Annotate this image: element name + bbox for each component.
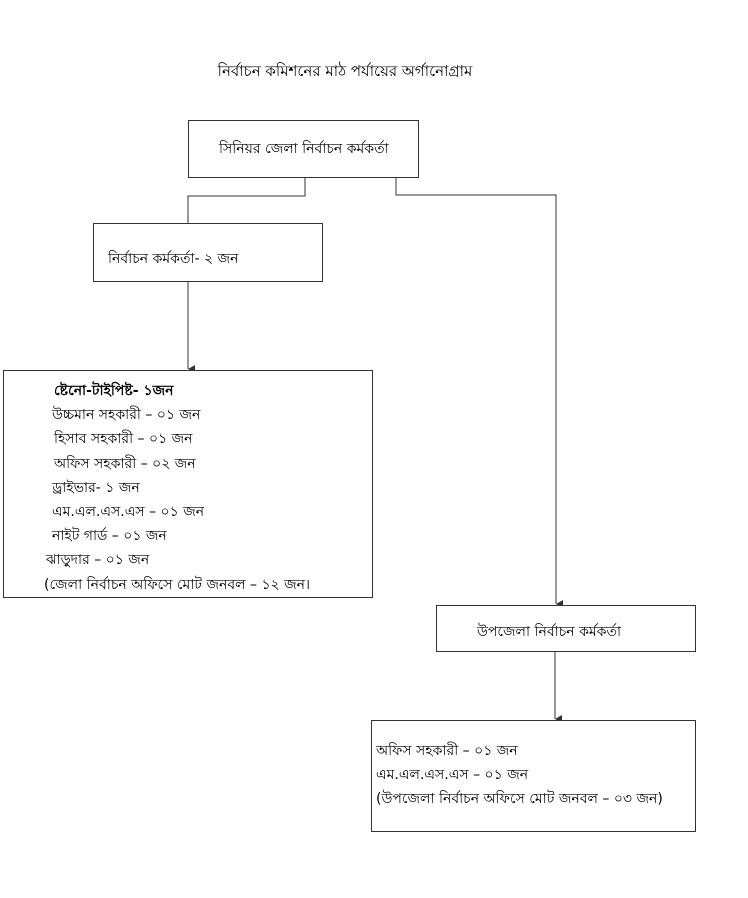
upazila-election-officer-box: উপজেলা নির্বাচন কর্মকর্তা: [436, 605, 696, 652]
staff-item: এম.এল.এস.এস – ০১ জন: [376, 767, 529, 783]
staff-item: ঝাড়ুদার – ০১ জন: [46, 552, 150, 569]
staff-item: ষ্টেনো-টাইপিষ্ট- ১জন: [54, 383, 174, 399]
box-label: সিনিয়র জেলা নির্বাচন কর্মকর্তা: [219, 141, 389, 157]
staff-item: অফিস সহকারী – ০১ জন: [376, 743, 518, 759]
box-label: উপজেলা নির্বাচন কর্মকর্তা: [477, 624, 622, 640]
connector-senior-to-election-officer: [187, 178, 306, 223]
district-staff-box: ষ্টেনো-টাইপিষ্ট- ১জন উচ্চমান সহকারী – ০১…: [3, 370, 373, 598]
diagram-title: নির্বাচন কমিশনের মাঠ পর্যায়ের অর্গানোগ্…: [217, 62, 473, 80]
upazila-staff-box: অফিস সহকারী – ০১ জন এম.এল.এস.এস – ০১ জন …: [371, 720, 696, 832]
election-officer-box: নির্বাচন কর্মকর্তা- ২ জন: [93, 223, 323, 282]
connector-senior-to-upazila: [395, 178, 563, 608]
staff-item: উচ্চমান সহকারী – ০১ জন: [52, 407, 201, 424]
staff-total: (জেলা নির্বাচন অফিসে মোট জনবল – ১২ জন।: [44, 576, 310, 593]
staff-item: অফিস সহকারী – ০২ জন: [54, 455, 196, 472]
staff-total: (উপজেলা নির্বাচন অফিসে মোট জনবল – ০৩ জন): [376, 791, 663, 807]
staff-item: ড্রাইভার- ১ জন: [52, 479, 140, 496]
staff-item: নাইট গার্ড – ০১ জন: [52, 528, 167, 545]
box-label: নির্বাচন কর্মকর্তা- ২ জন: [108, 251, 239, 267]
senior-district-election-officer-box: সিনিয়র জেলা নির্বাচন কর্মকর্তা: [188, 120, 419, 178]
staff-item: এম.এল.এস.এস – ০১ জন: [52, 503, 205, 520]
staff-item: হিসাব সহকারী – ০১ জন: [54, 431, 193, 448]
